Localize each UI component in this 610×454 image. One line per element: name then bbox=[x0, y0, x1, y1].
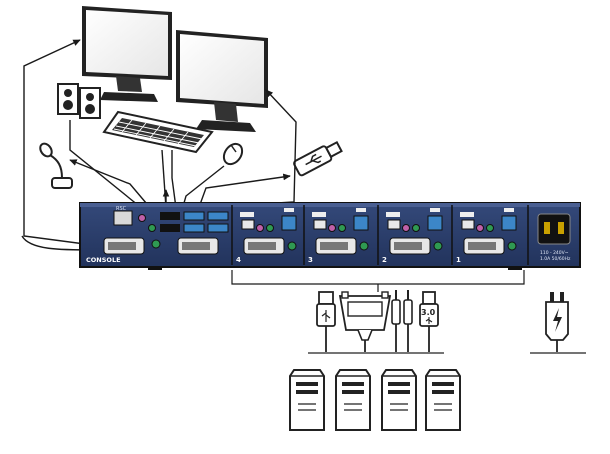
power-rating-line1: 110 - 240V~ bbox=[540, 250, 569, 256]
tower-computer-icon bbox=[289, 369, 325, 431]
dvi-cable-connector bbox=[338, 291, 392, 352]
tower-computer-icon bbox=[425, 369, 461, 431]
port-number: 3 bbox=[308, 256, 313, 264]
mouse-icon bbox=[222, 142, 244, 166]
audio-jack-connector bbox=[403, 290, 413, 352]
power-inlet: 110 - 240V~ 1.0A 50/60Hz bbox=[527, 205, 571, 265]
port-3: 3 bbox=[303, 205, 369, 265]
svg-text:RSC: RSC bbox=[116, 206, 127, 212]
usb-flash-drive-icon bbox=[293, 140, 343, 177]
power-rating-line2: 1.0A 50/60Hz bbox=[540, 256, 571, 262]
port-1: 1 bbox=[451, 205, 517, 265]
console-label: CONSOLE bbox=[86, 256, 121, 264]
port-number: 4 bbox=[236, 256, 241, 264]
monitor-icon bbox=[176, 30, 268, 132]
port-2: 2 bbox=[377, 205, 443, 265]
usb-3-connector: 3.0 bbox=[419, 291, 439, 352]
usb-b-connector bbox=[316, 291, 336, 352]
audio-jack-connector bbox=[391, 290, 401, 352]
port-number: 2 bbox=[382, 256, 387, 264]
computer-connections-bracket bbox=[231, 270, 525, 292]
keyboard-icon bbox=[102, 110, 214, 154]
console-section: RSC CONSOLE bbox=[86, 206, 229, 264]
kvm-switch-rear-panel: RSC CONSOLE bbox=[79, 202, 581, 270]
tower-computer-icon bbox=[381, 369, 417, 431]
speaker-icon bbox=[79, 87, 101, 119]
port-4: 4 bbox=[231, 205, 297, 265]
monitor-icon bbox=[82, 6, 172, 102]
lightning-bolt-icon bbox=[553, 308, 562, 332]
port-number: 1 bbox=[456, 256, 461, 264]
usb-version-label: 3.0 bbox=[421, 308, 436, 317]
tower-computer-icon bbox=[335, 369, 371, 431]
speaker-icon bbox=[57, 83, 79, 115]
power-plug-connector bbox=[530, 292, 586, 354]
microphone-icon bbox=[39, 142, 73, 189]
